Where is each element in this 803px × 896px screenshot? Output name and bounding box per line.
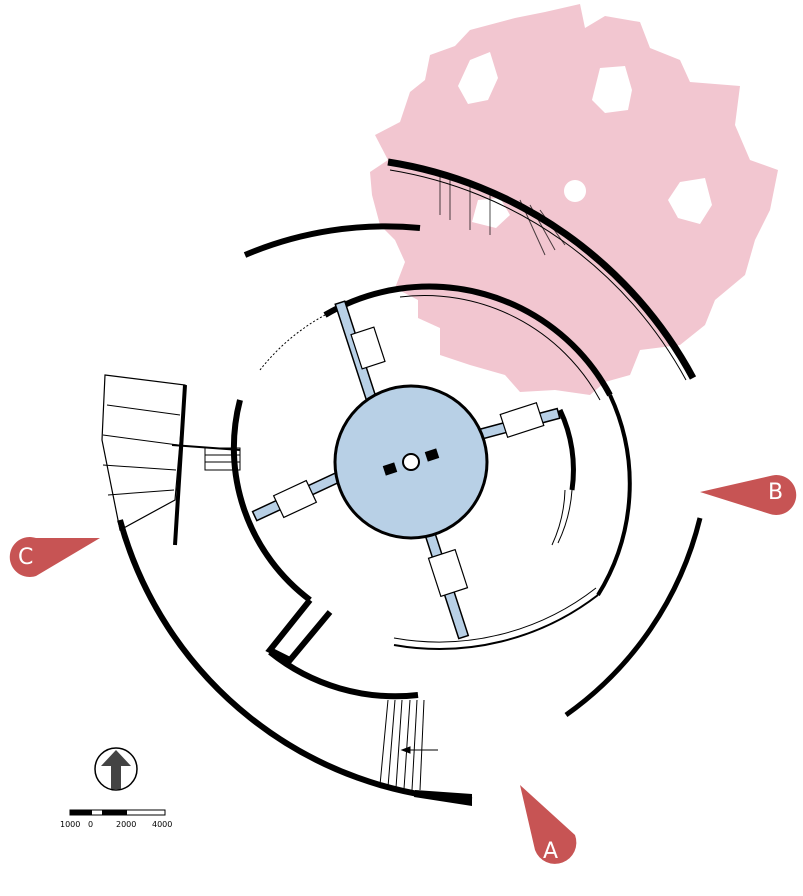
north-stairs [439, 175, 566, 256]
outer-arc-north [243, 223, 421, 258]
south-stairs [379, 699, 438, 791]
marker-label-c: C [18, 545, 33, 570]
marker-label-b: B [768, 480, 783, 505]
section-marker-c: C [9, 537, 100, 577]
scale-label-1000: 1000 [60, 820, 80, 829]
north-arrow-icon [94, 747, 138, 791]
scale-bar: 1000 0 2000 4000 [60, 809, 172, 829]
middle-ring [230, 283, 632, 700]
scale-label-0: 0 [88, 820, 93, 829]
inner-ring [551, 408, 576, 546]
scale-label-2000: 2000 [116, 820, 136, 829]
outer-arc-northeast [387, 158, 697, 380]
outer-arc-southwest [117, 519, 473, 803]
outer-arc-southeast [564, 517, 703, 718]
scale-label-4000: 4000 [152, 820, 172, 829]
tree-canopy [370, 4, 778, 395]
west-seating [101, 374, 241, 546]
section-marker-b: B [700, 474, 797, 515]
section-marker-a: A [520, 785, 577, 864]
central-core [251, 300, 561, 640]
marker-label-a: A [543, 839, 558, 864]
